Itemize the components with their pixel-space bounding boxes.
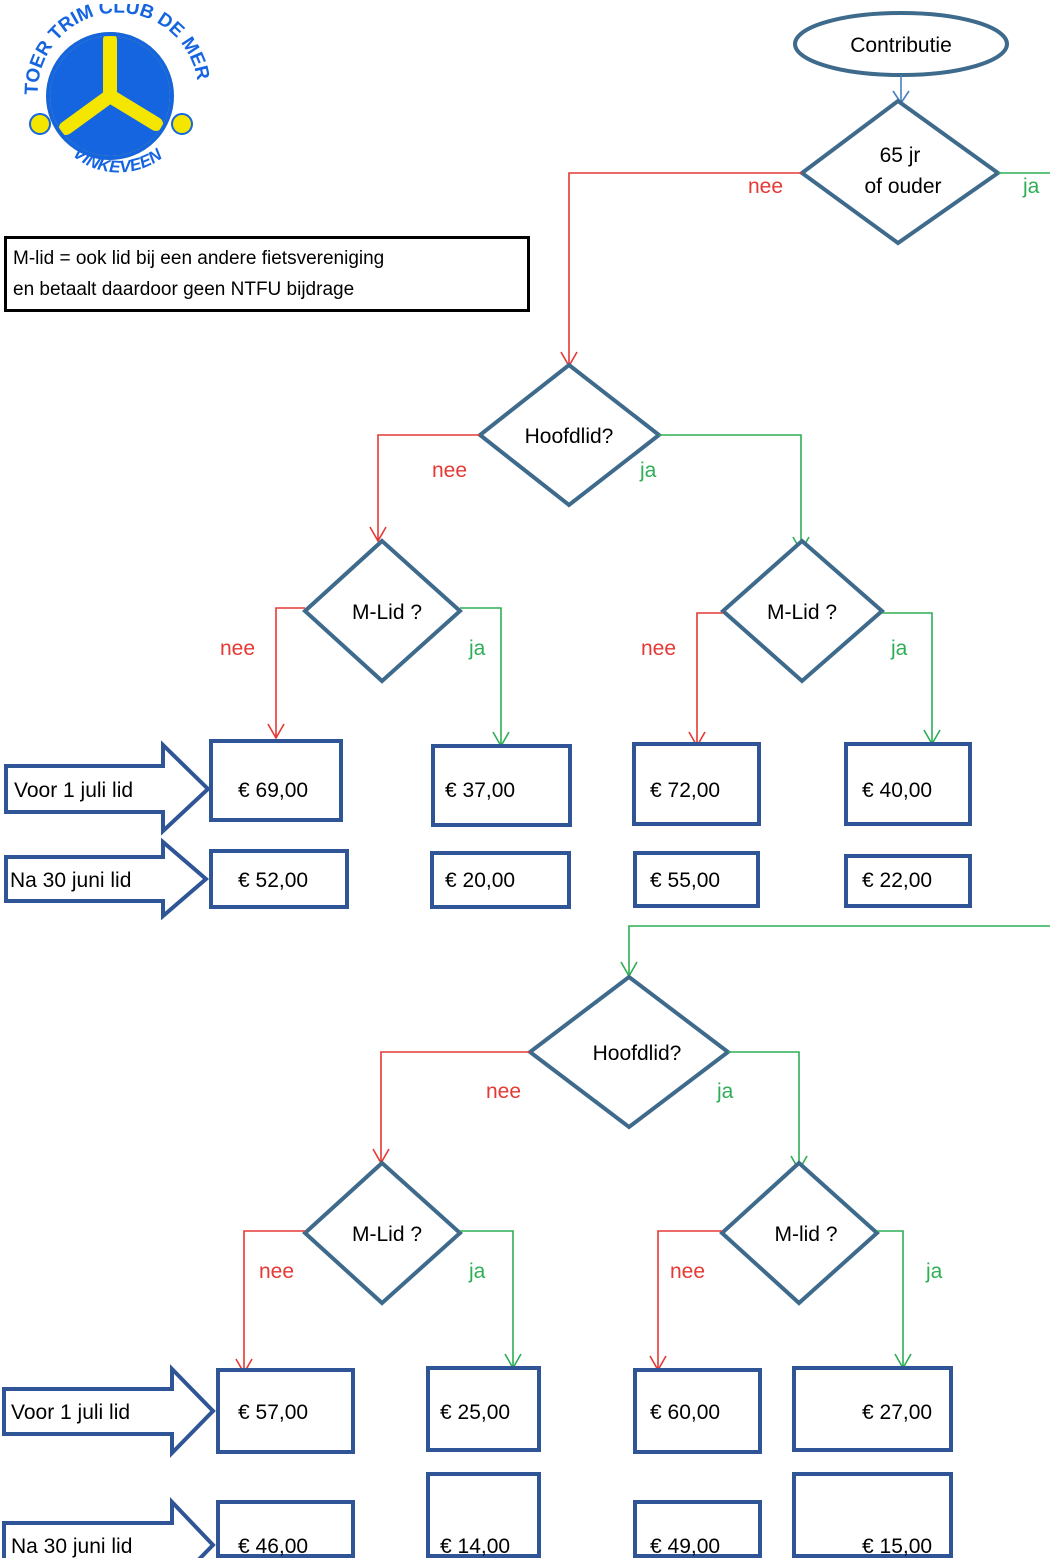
upper-hoofdlid-label: Hoofdlid?	[525, 425, 614, 448]
note-line-1: M-lid = ook lid bij een andere fietsvere…	[13, 248, 385, 269]
upper-price-after-1: € 52,00	[238, 869, 308, 892]
lower-after-arrow	[2, 1497, 216, 1558]
lower-hoofdlid-diamond	[526, 974, 732, 1130]
lower-before-arrow	[2, 1364, 216, 1458]
upper-mlid-left-diamond	[302, 538, 463, 684]
lower-hoofdlid-yes: ja	[716, 1080, 734, 1103]
lower-after-label: Na 30 juni lid	[11, 1535, 132, 1558]
upper-hoofdlid-diamond	[476, 362, 663, 508]
lower-mlid-left-yes: ja	[468, 1260, 486, 1283]
upper-price-after-4: € 22,00	[862, 869, 932, 892]
upper-price-box	[844, 854, 972, 908]
lower-price-before-1: € 57,00	[238, 1401, 308, 1424]
note-box: M-lid = ook lid bij een andere fietsvere…	[4, 236, 530, 312]
lower-mlid-right-no: nee	[670, 1260, 705, 1283]
age-line-2: of ouder	[864, 175, 941, 198]
age-yes-label: ja	[1022, 175, 1040, 198]
upper-price-box	[209, 739, 343, 822]
upper-price-box	[209, 849, 349, 909]
upper-price-before-3: € 72,00	[650, 779, 720, 802]
start-label: Contributie	[850, 34, 952, 57]
lower-price-box	[792, 1366, 953, 1452]
lower-mlid-left-no: nee	[259, 1260, 294, 1283]
upper-before-label: Voor 1 juli lid	[14, 779, 133, 802]
lower-hoofdlid-no: nee	[486, 1080, 521, 1103]
age-diamond	[798, 98, 1002, 246]
upper-before-arrow	[4, 740, 211, 836]
upper-after-arrow	[4, 837, 210, 921]
upper-price-after-3: € 55,00	[650, 869, 720, 892]
lower-price-before-2: € 25,00	[440, 1401, 510, 1424]
upper-price-box	[844, 742, 972, 826]
upper-price-after-2: € 20,00	[445, 869, 515, 892]
club-logo: TOER TRIM CLUB DE MEREL VINKEVEEN	[10, 4, 210, 177]
upper-mlid-right-no: nee	[641, 637, 676, 660]
upper-price-box	[633, 851, 760, 908]
upper-price-box	[430, 851, 571, 909]
upper-mlid-left-no: nee	[220, 637, 255, 660]
upper-price-before-4: € 40,00	[862, 779, 932, 802]
upper-after-label: Na 30 juni lid	[10, 869, 131, 892]
lower-mlid-left-diamond	[302, 1160, 463, 1306]
upper-mlid-right-diamond	[719, 538, 886, 684]
note-line-2: en betaalt daardoor geen NTFU bijdrage	[13, 279, 355, 300]
lower-price-after-2: € 14,00	[440, 1535, 510, 1558]
upper-mlid-right-label: M-Lid ?	[767, 601, 837, 624]
upper-mlid-left-label: M-Lid ?	[352, 601, 422, 624]
lower-price-box	[216, 1500, 355, 1558]
lower-hoofdlid-label: Hoofdlid?	[593, 1042, 682, 1065]
lower-mlid-right-yes: ja	[925, 1260, 943, 1283]
lower-mlid-right-diamond	[719, 1160, 880, 1306]
age-line-1: 65 jr	[880, 144, 921, 167]
lower-price-box	[426, 1472, 541, 1558]
lower-price-after-4: € 15,00	[862, 1535, 932, 1558]
lower-price-before-4: € 27,00	[862, 1401, 932, 1424]
age-no-label: nee	[748, 175, 783, 198]
upper-mlid-left-yes: ja	[468, 637, 486, 660]
lower-price-box	[792, 1472, 953, 1558]
upper-price-box	[431, 744, 572, 827]
upper-price-box	[632, 742, 761, 826]
lower-price-before-3: € 60,00	[650, 1401, 720, 1424]
upper-price-before-2: € 37,00	[445, 779, 515, 802]
upper-price-before-1: € 69,00	[238, 779, 308, 802]
upper-hoofdlid-yes: ja	[639, 459, 657, 482]
lower-mlid-right-label: M-lid ?	[774, 1223, 837, 1246]
upper-mlid-right-yes: ja	[890, 637, 908, 660]
lower-price-box	[216, 1368, 355, 1454]
lower-price-after-1: € 46,00	[238, 1535, 308, 1558]
lower-before-label: Voor 1 juli lid	[11, 1401, 130, 1424]
lower-price-box	[633, 1368, 762, 1454]
lower-price-after-3: € 49,00	[650, 1535, 720, 1558]
lower-price-box	[633, 1500, 762, 1558]
lower-mlid-left-label: M-Lid ?	[352, 1223, 422, 1246]
lower-price-box	[426, 1366, 541, 1452]
upper-hoofdlid-no: nee	[432, 459, 467, 482]
